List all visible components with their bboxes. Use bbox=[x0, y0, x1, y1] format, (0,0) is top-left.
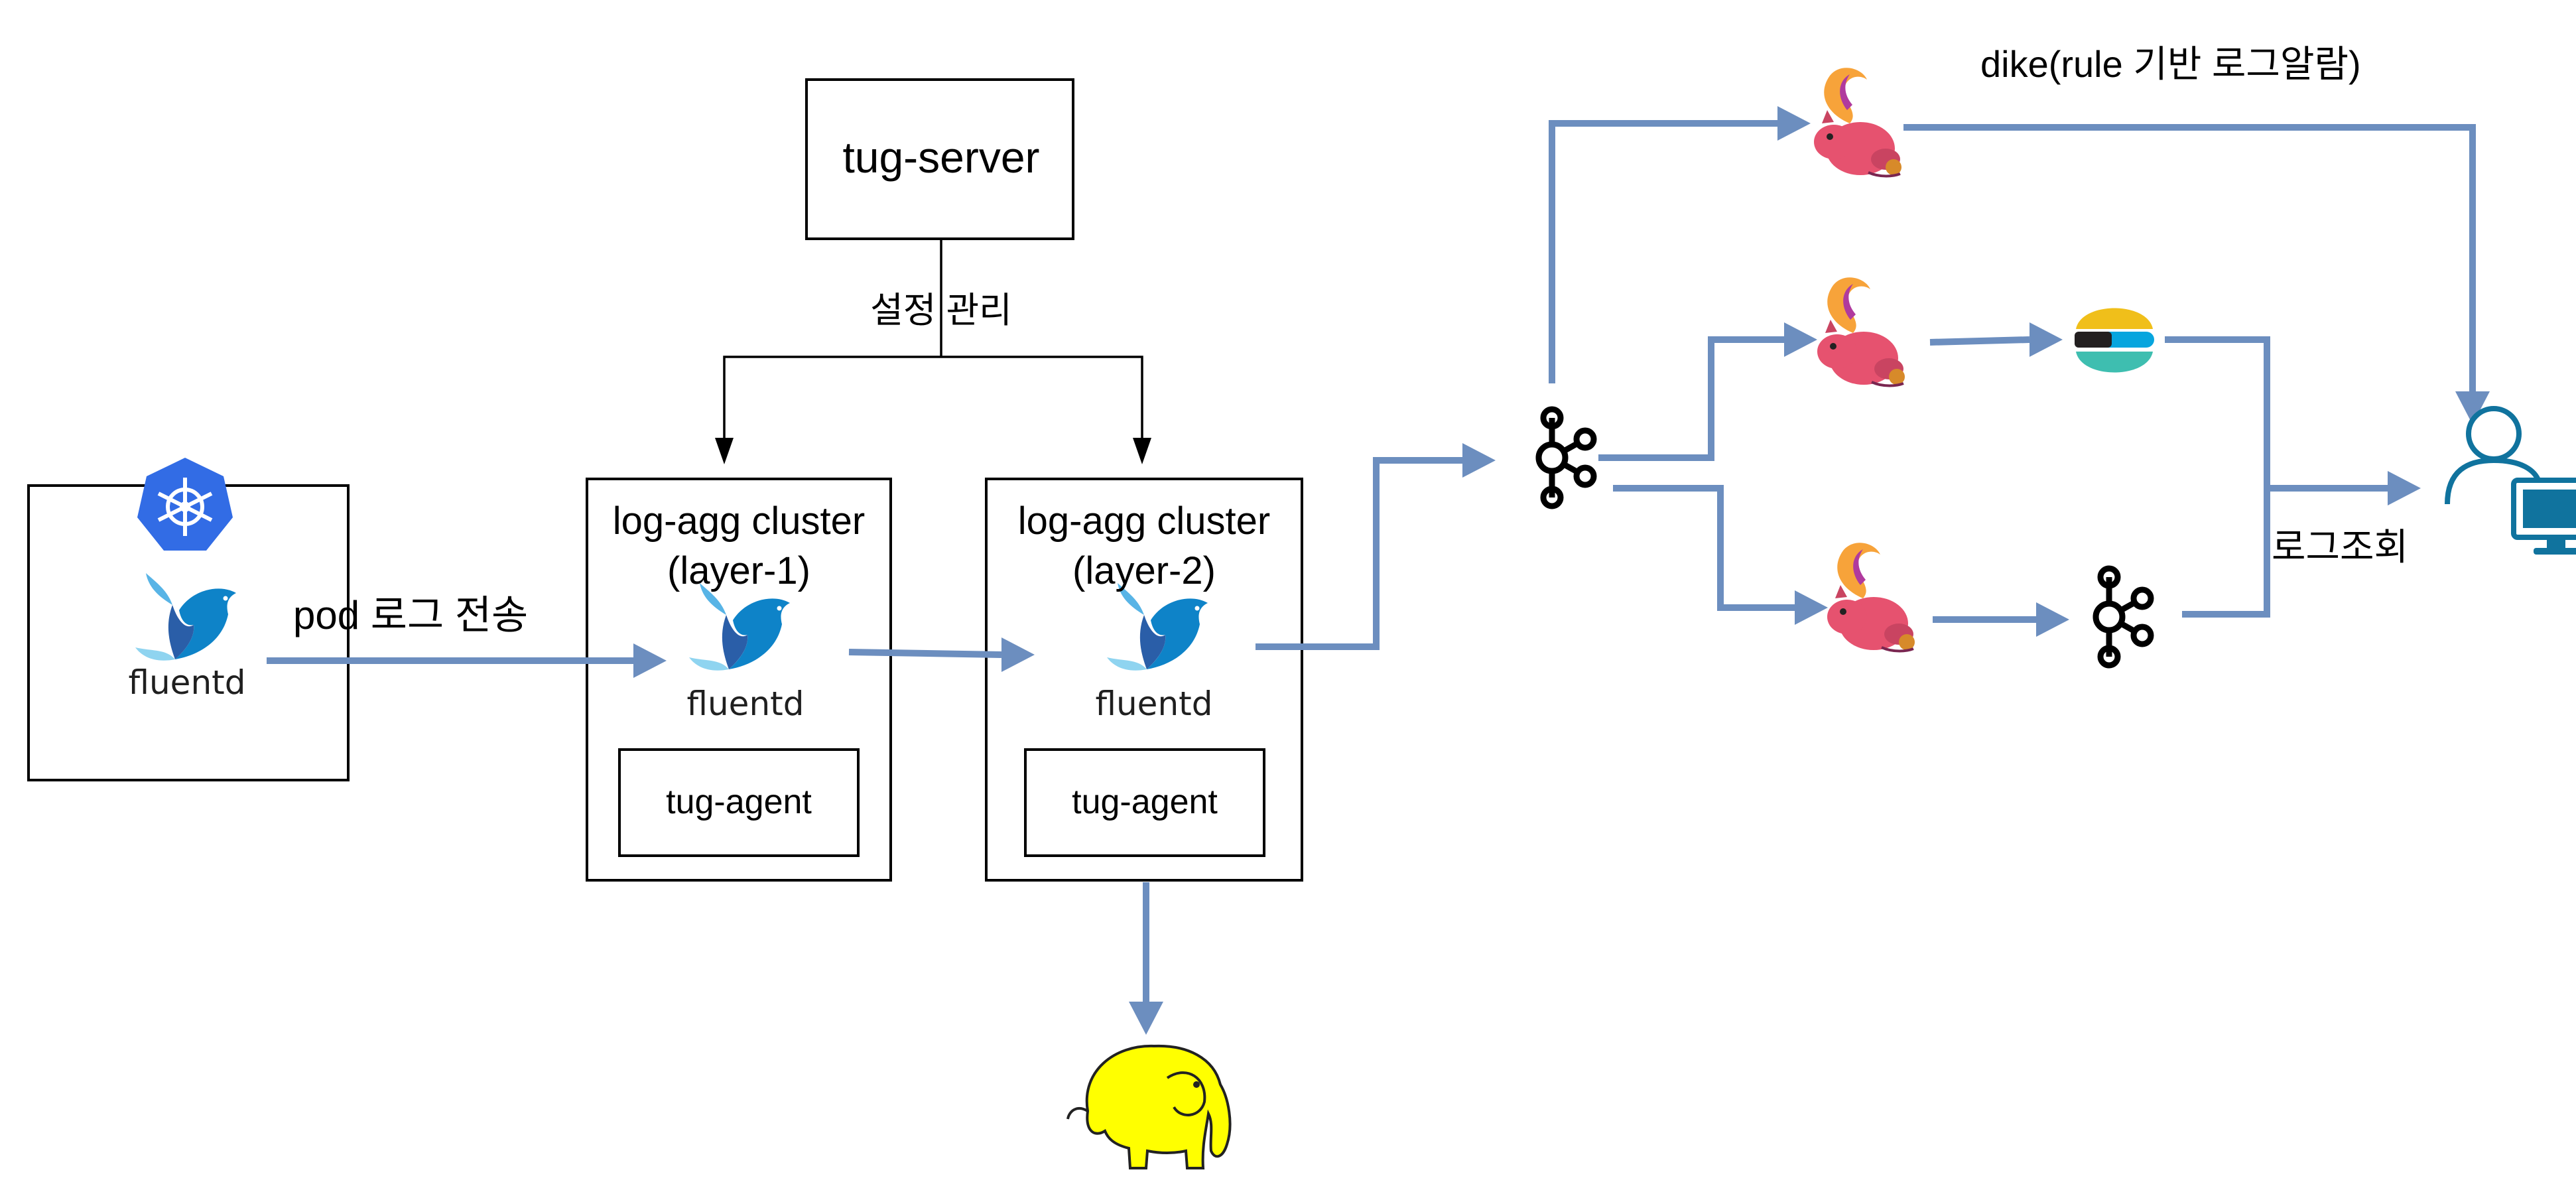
tug-agent-2-label: tug-agent bbox=[1072, 783, 1218, 821]
hadoop-elephant-icon bbox=[1066, 1044, 1232, 1169]
flink-squirrel-icon bbox=[1816, 276, 1906, 387]
fluentd-logo-text: fluentd bbox=[687, 685, 805, 723]
cluster-layer2-title-line2: (layer-2) bbox=[1072, 549, 1216, 592]
log-query-label: 로그조회 bbox=[2272, 526, 2408, 568]
flink-squirrel-icon bbox=[1813, 66, 1903, 178]
dike-label: dike(rule 기반 로그알람) bbox=[1980, 43, 2361, 85]
tug-agent-1-label: tug-agent bbox=[666, 783, 812, 821]
cluster-layer1-title-line1: log-agg cluster bbox=[613, 499, 865, 543]
tug-agent-2-box bbox=[1024, 748, 1265, 857]
config-connector bbox=[715, 239, 1151, 464]
user-computer-icon bbox=[2447, 409, 2576, 555]
elasticsearch-icon bbox=[2075, 308, 2154, 373]
flink-squirrel-icon bbox=[1826, 541, 1916, 653]
flow-edges bbox=[267, 106, 2490, 1035]
fluentd-logo-text: fluentd bbox=[1096, 685, 1213, 723]
kafka-icon bbox=[1539, 409, 1594, 506]
tug-server-box bbox=[805, 78, 1074, 240]
kafka-icon bbox=[2096, 568, 2151, 665]
fluentd-logo-text: fluentd bbox=[129, 663, 246, 702]
tug-server-label: tug-server bbox=[842, 133, 1039, 182]
config-mgmt-label: 설정 관리 bbox=[870, 291, 1012, 330]
pod-log-send-label: pod 로그 전송 bbox=[293, 593, 528, 637]
cluster-layer1-title-line2: (layer-1) bbox=[667, 549, 810, 592]
tug-agent-1-box bbox=[618, 748, 860, 857]
cluster-layer2-title-line1: log-agg cluster bbox=[1018, 499, 1270, 543]
